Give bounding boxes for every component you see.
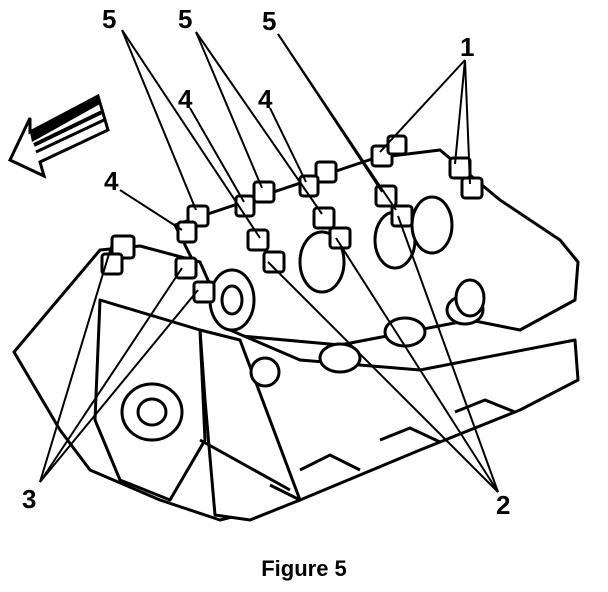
callout-labels: 5 5 5 4 4 4 1 3 2 [22,4,510,520]
figure-caption: Figure 5 [261,556,347,581]
callout-5-right: 5 [262,6,276,36]
callout-1: 1 [460,32,474,62]
leader-lines [39,29,499,493]
callout-5-left: 5 [102,4,116,34]
front-direction-arrow [7,93,110,179]
engine-block [12,148,580,522]
callout-4-center: 4 [178,84,193,114]
callout-4-left: 4 [104,166,119,196]
callout-2: 2 [496,490,510,520]
callout-5-center: 5 [178,4,192,34]
callout-3: 3 [22,484,36,514]
block-skirt [199,398,516,502]
crank-bores [120,195,486,442]
callout-4-right: 4 [258,84,273,114]
